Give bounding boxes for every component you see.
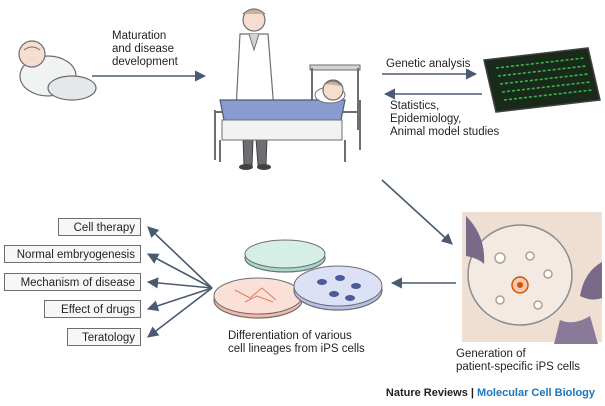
hospital-bed-illustration bbox=[214, 64, 361, 162]
label-statistics: Statistics, Epidemiology, Animal model s… bbox=[390, 100, 500, 138]
label-differentiation: Differentiation of various cell lineages… bbox=[228, 330, 365, 355]
arrow-to-mechanism bbox=[146, 277, 213, 289]
credit-section: Molecular Cell Biology bbox=[477, 387, 595, 399]
credit-journal: Nature Reviews bbox=[385, 387, 468, 399]
box-cell-therapy: Cell therapy bbox=[58, 218, 141, 236]
arrow-to-cell-therapy bbox=[147, 226, 213, 289]
arrow-to-teratology bbox=[147, 287, 213, 338]
journal-credit: Nature Reviews | Molecular Cell Biology bbox=[386, 387, 595, 399]
credit-separator: | bbox=[470, 387, 474, 399]
box-mechanism-of-disease: Mechanism of disease bbox=[4, 273, 141, 291]
ips-dish-illustration bbox=[462, 212, 602, 344]
label-maturation: Maturation and disease development bbox=[112, 30, 178, 68]
label-generation: Generation of patient-specific iPS cells bbox=[456, 348, 580, 373]
box-normal-embryogenesis: Normal embryogenesis bbox=[4, 245, 141, 263]
arrow-to-drugs bbox=[146, 287, 213, 312]
box-teratology: Teratology bbox=[67, 328, 141, 346]
doctor-illustration bbox=[235, 8, 275, 170]
arrow-patient-to-ips bbox=[381, 179, 453, 245]
petri-dishes-illustration bbox=[213, 239, 383, 319]
label-genetic-analysis: Genetic analysis bbox=[386, 58, 471, 70]
arrow-to-embryogenesis bbox=[147, 253, 213, 289]
microarray-chip-illustration bbox=[483, 47, 601, 113]
flow-arrows bbox=[92, 68, 482, 338]
baby-illustration bbox=[18, 40, 97, 101]
box-effect-of-drugs: Effect of drugs bbox=[44, 300, 141, 318]
